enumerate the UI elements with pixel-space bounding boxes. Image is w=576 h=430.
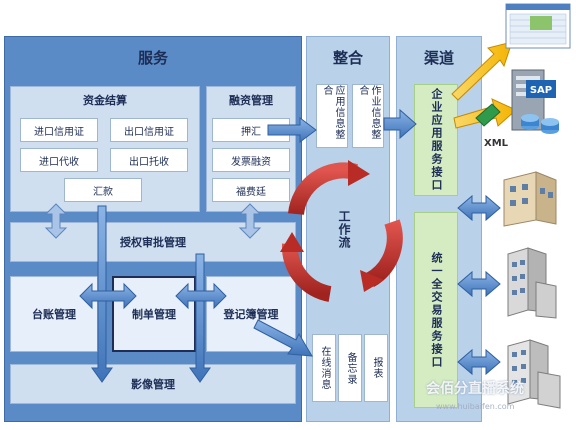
double-arrow-ledger-documents bbox=[79, 282, 137, 310]
vertical-double-arrow-right bbox=[238, 203, 262, 239]
job-info-box[interactable]: 作业信息整合 bbox=[352, 84, 384, 148]
import-collection-box[interactable]: 进口代收 bbox=[20, 148, 98, 172]
financing-title: 融资管理 bbox=[229, 94, 273, 107]
sap-server-icon: SAP bbox=[511, 69, 559, 134]
double-arrow-documents-registration bbox=[175, 282, 227, 310]
watermark-url: www.huibaifen.com bbox=[436, 402, 515, 411]
app-info-label: 应用信息整合 bbox=[321, 85, 344, 140]
double-arrow-building-1 bbox=[457, 194, 501, 222]
unified-trade-interface[interactable]: 统一全交易服务接口 bbox=[414, 212, 458, 408]
building-icon-3 bbox=[507, 339, 561, 409]
vertical-double-arrow-left bbox=[44, 203, 68, 239]
workflow-label: 工作流 bbox=[337, 209, 351, 249]
double-arrow-building-2 bbox=[457, 270, 501, 298]
sap-label: SAP bbox=[530, 85, 552, 96]
documents-box[interactable]: 制单管理 bbox=[112, 276, 196, 352]
xml-label: XML bbox=[484, 138, 509, 149]
imaging-band[interactable]: 影像管理 bbox=[10, 364, 296, 404]
remittance-box[interactable]: 汇款 bbox=[64, 178, 142, 202]
building-icon-2 bbox=[507, 247, 557, 319]
job-info-label: 作业信息整合 bbox=[357, 85, 380, 140]
app-info-box[interactable]: 应用信息整合 bbox=[316, 84, 348, 148]
building-icon-1 bbox=[503, 171, 557, 227]
report-label: 报表 bbox=[371, 357, 382, 379]
arrow-integration-to-channel bbox=[383, 108, 417, 140]
arrow-registration-to-online bbox=[253, 319, 313, 357]
memo-label: 备忘录 bbox=[345, 351, 356, 385]
report-window-icon bbox=[505, 3, 571, 49]
xml-icon: XML bbox=[475, 103, 509, 149]
watermark-text: 会佰分直播系统 bbox=[426, 381, 524, 397]
enterprise-app-label: 企业应用服务接口 bbox=[430, 88, 443, 192]
double-arrow-building-3 bbox=[457, 348, 501, 376]
enterprise-app-interface[interactable]: 企业应用服务接口 bbox=[414, 84, 458, 196]
orange-arrow-to-report-window bbox=[451, 41, 513, 101]
service-heading: 服务 bbox=[137, 48, 168, 67]
import-lc-box[interactable]: 进口信用证 bbox=[20, 118, 98, 142]
export-collection-box[interactable]: 出口托收 bbox=[110, 148, 188, 172]
vertical-arrow-documents-right bbox=[189, 253, 211, 383]
workflow-cycle-icon bbox=[280, 160, 403, 302]
invoice-financing-box[interactable]: 发票融资 bbox=[212, 148, 290, 172]
forfaiting-box[interactable]: 福费廷 bbox=[212, 178, 290, 202]
arrow-financing-to-integration bbox=[267, 117, 317, 143]
report-box[interactable]: 报表 bbox=[364, 334, 388, 402]
online-msg-label: 在线消息 bbox=[319, 346, 330, 390]
integration-heading: 整合 bbox=[332, 48, 363, 67]
settlement-title: 资金结算 bbox=[83, 94, 127, 107]
channel-heading: 渠道 bbox=[423, 48, 454, 67]
export-lc-box[interactable]: 出口信用证 bbox=[110, 118, 188, 142]
unified-trade-label: 统一全交易服务接口 bbox=[430, 251, 443, 369]
memo-box[interactable]: 备忘录 bbox=[338, 334, 362, 402]
online-msg-box[interactable]: 在线消息 bbox=[312, 334, 336, 402]
